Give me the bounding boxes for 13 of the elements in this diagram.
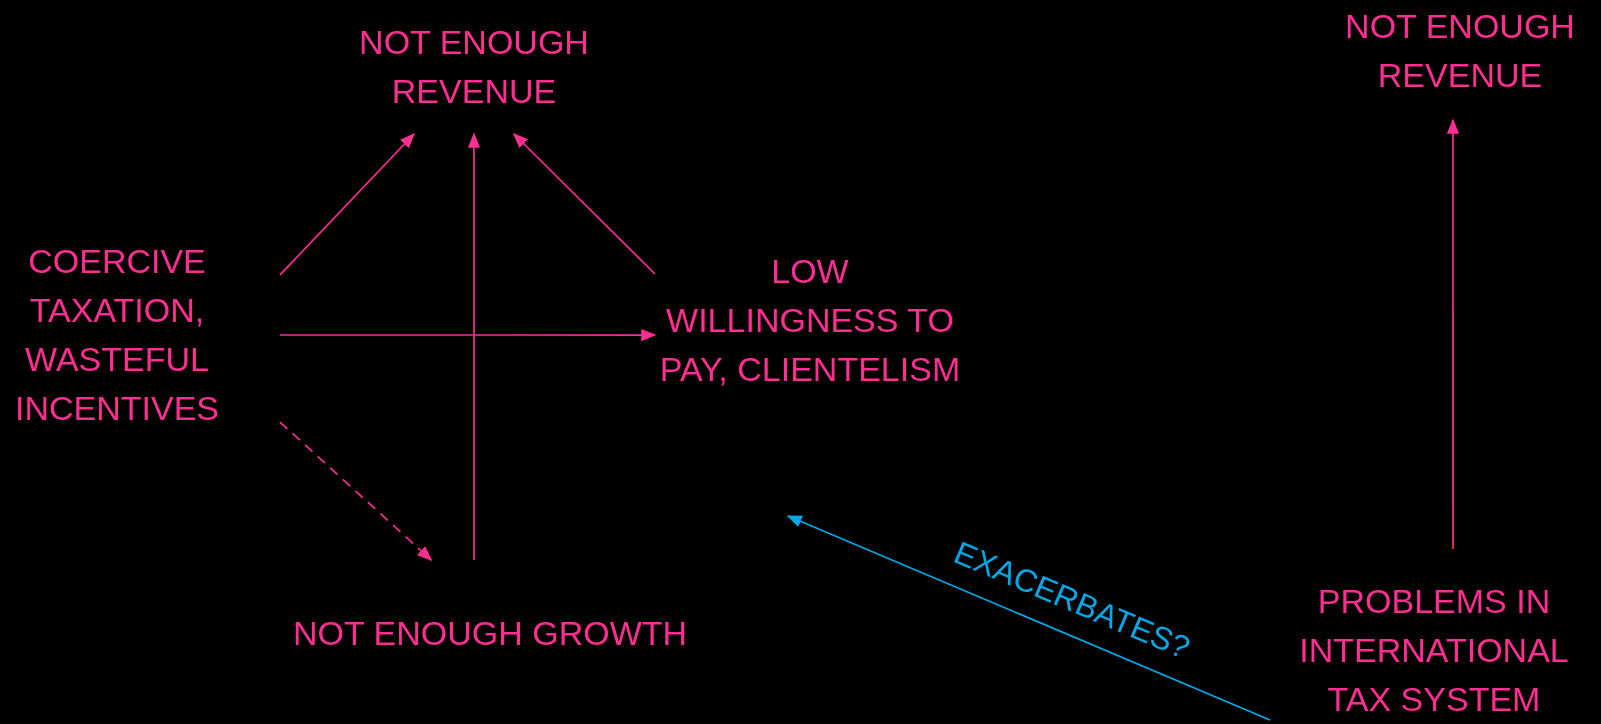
arrow bbox=[1446, 118, 1460, 550]
arrow bbox=[279, 328, 657, 342]
node-text: PROBLEMS IN INTERNATIONAL TAX SYSTEM bbox=[1298, 581, 1570, 720]
arrow bbox=[279, 132, 415, 276]
arrow bbox=[279, 421, 433, 562]
arrow bbox=[467, 132, 481, 561]
node-text: COERCIVE TAXATION, WASTEFUL INCENTIVES bbox=[13, 241, 220, 429]
node-text: LOW WILLINGNESS TO PAY, CLIENTELISM bbox=[658, 250, 962, 390]
node-text: NOT ENOUGH REVENUE bbox=[1344, 6, 1576, 96]
node-text: NOT ENOUGH GROWTH bbox=[292, 613, 688, 654]
arrow bbox=[786, 515, 1271, 721]
arrow bbox=[512, 132, 656, 275]
node-text: NOT ENOUGH REVENUE bbox=[358, 22, 590, 112]
